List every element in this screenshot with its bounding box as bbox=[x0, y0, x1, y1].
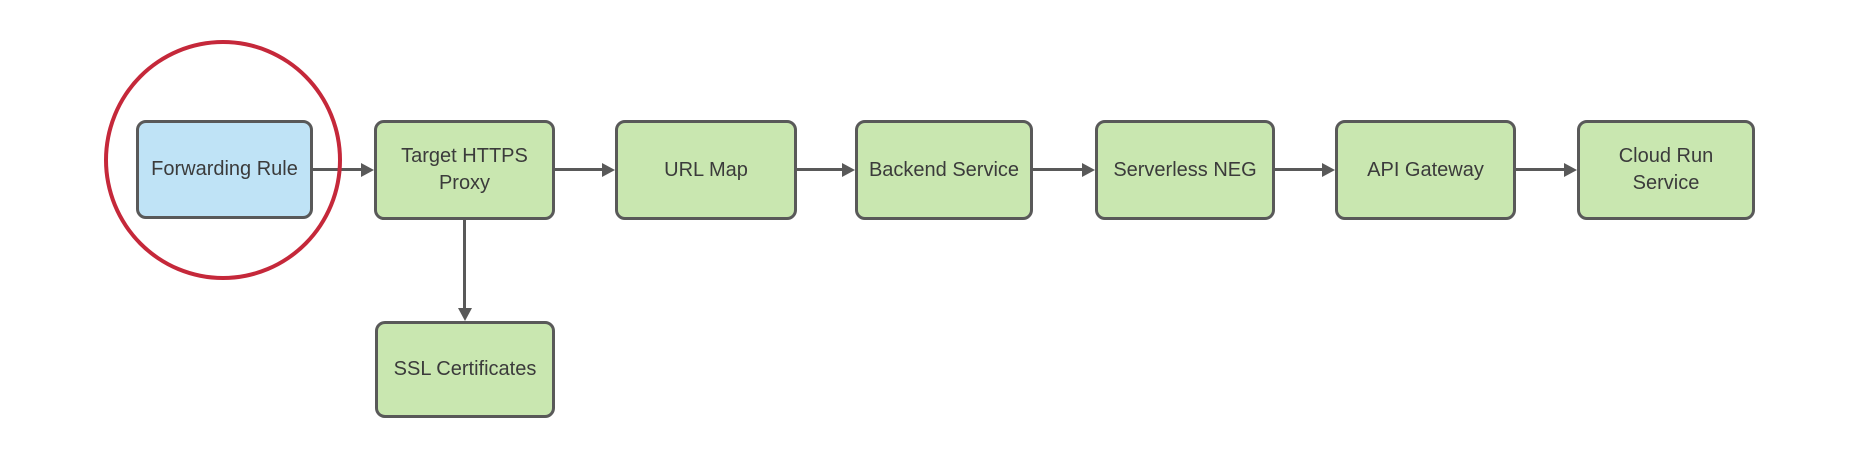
node-label: Forwarding Rule bbox=[151, 158, 298, 180]
node-backend-service: Backend Service bbox=[855, 120, 1033, 220]
node-label: SSL Certificates bbox=[393, 358, 537, 380]
connector-arrow-target-https-proxy-to-ssl-certificates bbox=[463, 220, 466, 308]
node-ssl-certificates: SSL Certificates bbox=[375, 321, 555, 418]
node-forwarding-rule: Forwarding Rule bbox=[136, 120, 313, 219]
node-label: Serverless NEG bbox=[1113, 158, 1257, 181]
connector-arrow-api-gateway-to-cloud-run-service bbox=[1516, 168, 1564, 171]
node-label: Backend Service bbox=[868, 158, 1020, 181]
connector-arrow-forwarding-rule-to-target-https-proxy bbox=[313, 168, 361, 171]
connector-arrow-serverless-neg-to-api-gateway bbox=[1275, 168, 1322, 171]
node-label: URL Map bbox=[664, 158, 748, 181]
node-target-https-proxy: Target HTTPS Proxy bbox=[374, 120, 555, 220]
node-label: Target HTTPS Proxy bbox=[401, 145, 528, 194]
node-label: API Gateway bbox=[1367, 158, 1484, 181]
connector-arrow-target-https-proxy-to-url-map bbox=[555, 168, 602, 171]
node-url-map: URL Map bbox=[615, 120, 797, 220]
node-cloud-run-service: Cloud Run Service bbox=[1577, 120, 1755, 220]
node-serverless-neg: Serverless NEG bbox=[1095, 120, 1275, 220]
node-label: Cloud Run Service bbox=[1618, 145, 1714, 194]
connector-arrow-backend-service-to-serverless-neg bbox=[1033, 168, 1082, 171]
connector-arrow-url-map-to-backend-service bbox=[797, 168, 842, 171]
node-api-gateway: API Gateway bbox=[1335, 120, 1516, 220]
